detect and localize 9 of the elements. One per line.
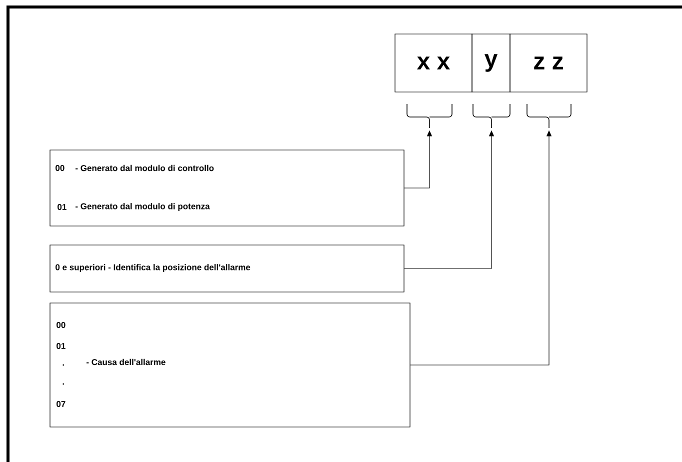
brace (526, 104, 572, 128)
brace (406, 104, 452, 128)
brace (472, 104, 510, 128)
code-cell: y (472, 34, 510, 92)
code-cell: x x (394, 34, 472, 92)
code-cell: z z (510, 34, 588, 92)
description-box: 0 e superiori - Identifica la posizione dell'allarme (50, 244, 404, 292)
description-box: 00 01 . . 07 - Causa dell'allarme (50, 302, 410, 428)
description-box: 00 - Generato dal modulo di controllo 01 - Generato dal modulo di potenza (50, 150, 404, 226)
